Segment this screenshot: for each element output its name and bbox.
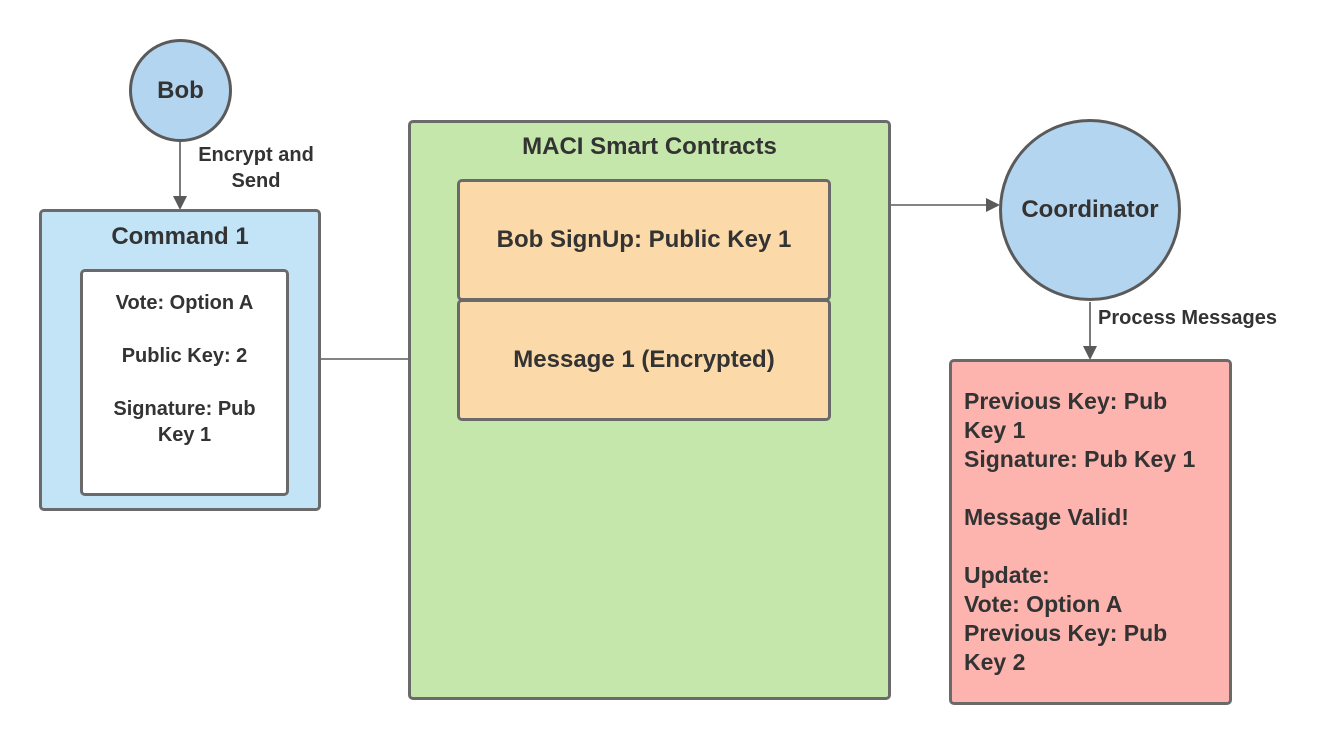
edge-label-encrypt-line-1: Encrypt and [198, 144, 314, 166]
edge-label-process-messages: Process Messages [1098, 307, 1278, 329]
message-record: Message 1 (Encrypted) [457, 299, 831, 421]
command-public-key: Public Key: 2 [121, 345, 248, 367]
contracts-title: MACI Smart Contracts [522, 133, 777, 160]
result-line: Signature: Pub Key 1 [964, 446, 1196, 472]
result-line: Previous Key: Pub [964, 620, 1168, 646]
edge-label-encrypt-send: Encrypt and Send [186, 142, 326, 194]
command-signature-line-1: Signature: Pub [113, 398, 256, 420]
command-title: Command 1 [111, 223, 249, 250]
node-bob-label: Bob [157, 76, 204, 104]
command-container: Command 1 Vote: Option A Public Key: 2 S… [39, 209, 321, 511]
node-coordinator: Coordinator [999, 119, 1181, 301]
result-line: Message Valid! [964, 504, 1129, 530]
command-vote: Vote: Option A [115, 292, 254, 314]
message-record-label: Message 1 (Encrypted) [513, 346, 775, 373]
result-line: Update: [964, 562, 1050, 588]
signup-record: Bob SignUp: Public Key 1 [457, 179, 831, 301]
result-line [964, 474, 1229, 503]
result-line [964, 532, 1229, 561]
node-coordinator-label: Coordinator [1021, 196, 1159, 223]
signup-record-label: Bob SignUp: Public Key 1 [496, 226, 792, 253]
result-line: Key 1 [964, 417, 1026, 443]
node-bob: Bob [129, 39, 232, 142]
edge-label-encrypt-line-2: Send [231, 170, 281, 192]
result-box: Previous Key: Pub Key 1 Signature: Pub K… [949, 359, 1232, 705]
command-signature-line-2: Key 1 [157, 424, 212, 446]
result-line: Vote: Option A [964, 591, 1123, 617]
result-line: Previous Key: Pub [964, 388, 1168, 414]
result-line: Key 2 [964, 649, 1026, 675]
command-card: Vote: Option A Public Key: 2 Signature: … [80, 269, 289, 496]
